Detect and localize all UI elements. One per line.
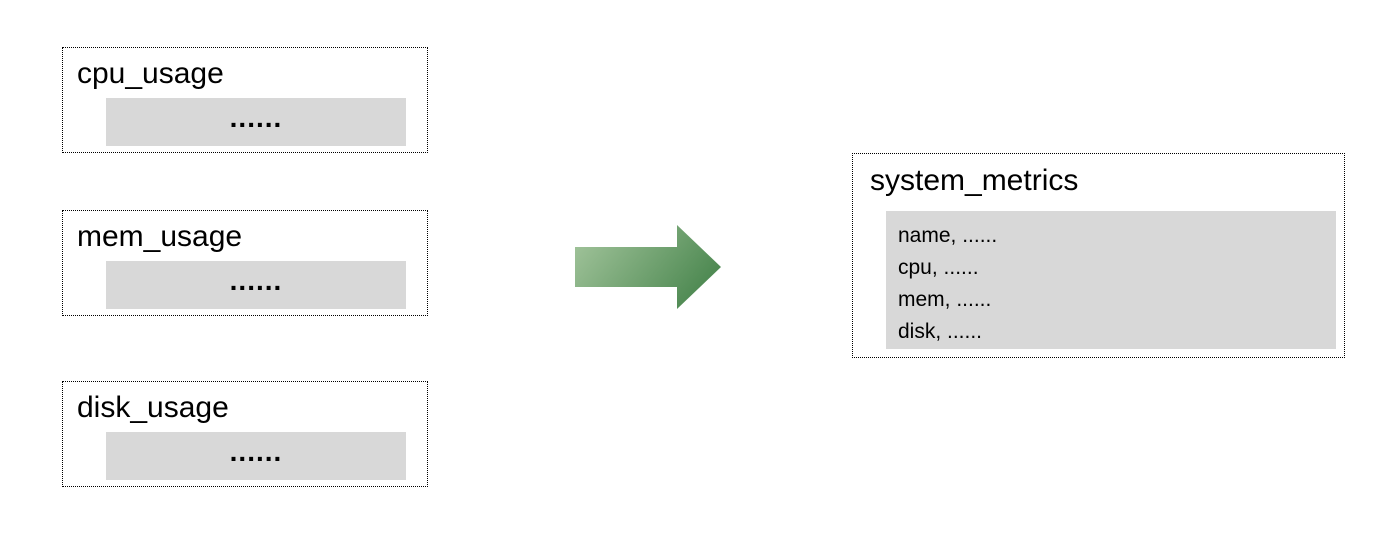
ellipsis-text: ......: [229, 436, 283, 467]
result-table-system-metrics: system_metrics name, ...... cpu, ...... …: [852, 153, 1345, 358]
table-body-placeholder: ......: [106, 98, 406, 146]
column-row: name, ......: [898, 224, 998, 247]
table-body-placeholder: name, ...... cpu, ...... mem, ...... dis…: [886, 211, 1336, 349]
ellipsis-text: ......: [229, 265, 283, 296]
source-table-cpu-usage: cpu_usage ......: [62, 47, 428, 153]
column-row: cpu, ......: [898, 256, 979, 279]
table-title: mem_usage: [77, 220, 243, 253]
table-body-placeholder: ......: [106, 432, 406, 480]
source-table-mem-usage: mem_usage ......: [62, 210, 428, 316]
arrow-right-icon: [575, 225, 721, 309]
ellipsis-text: ......: [229, 102, 283, 133]
column-row: disk, ......: [898, 320, 983, 343]
source-table-disk-usage: disk_usage ......: [62, 381, 428, 487]
table-body-placeholder: ......: [106, 261, 406, 309]
table-title: cpu_usage: [77, 57, 224, 90]
table-title: system_metrics: [870, 164, 1079, 197]
column-row: mem, ......: [898, 288, 992, 311]
table-title: disk_usage: [77, 391, 229, 424]
